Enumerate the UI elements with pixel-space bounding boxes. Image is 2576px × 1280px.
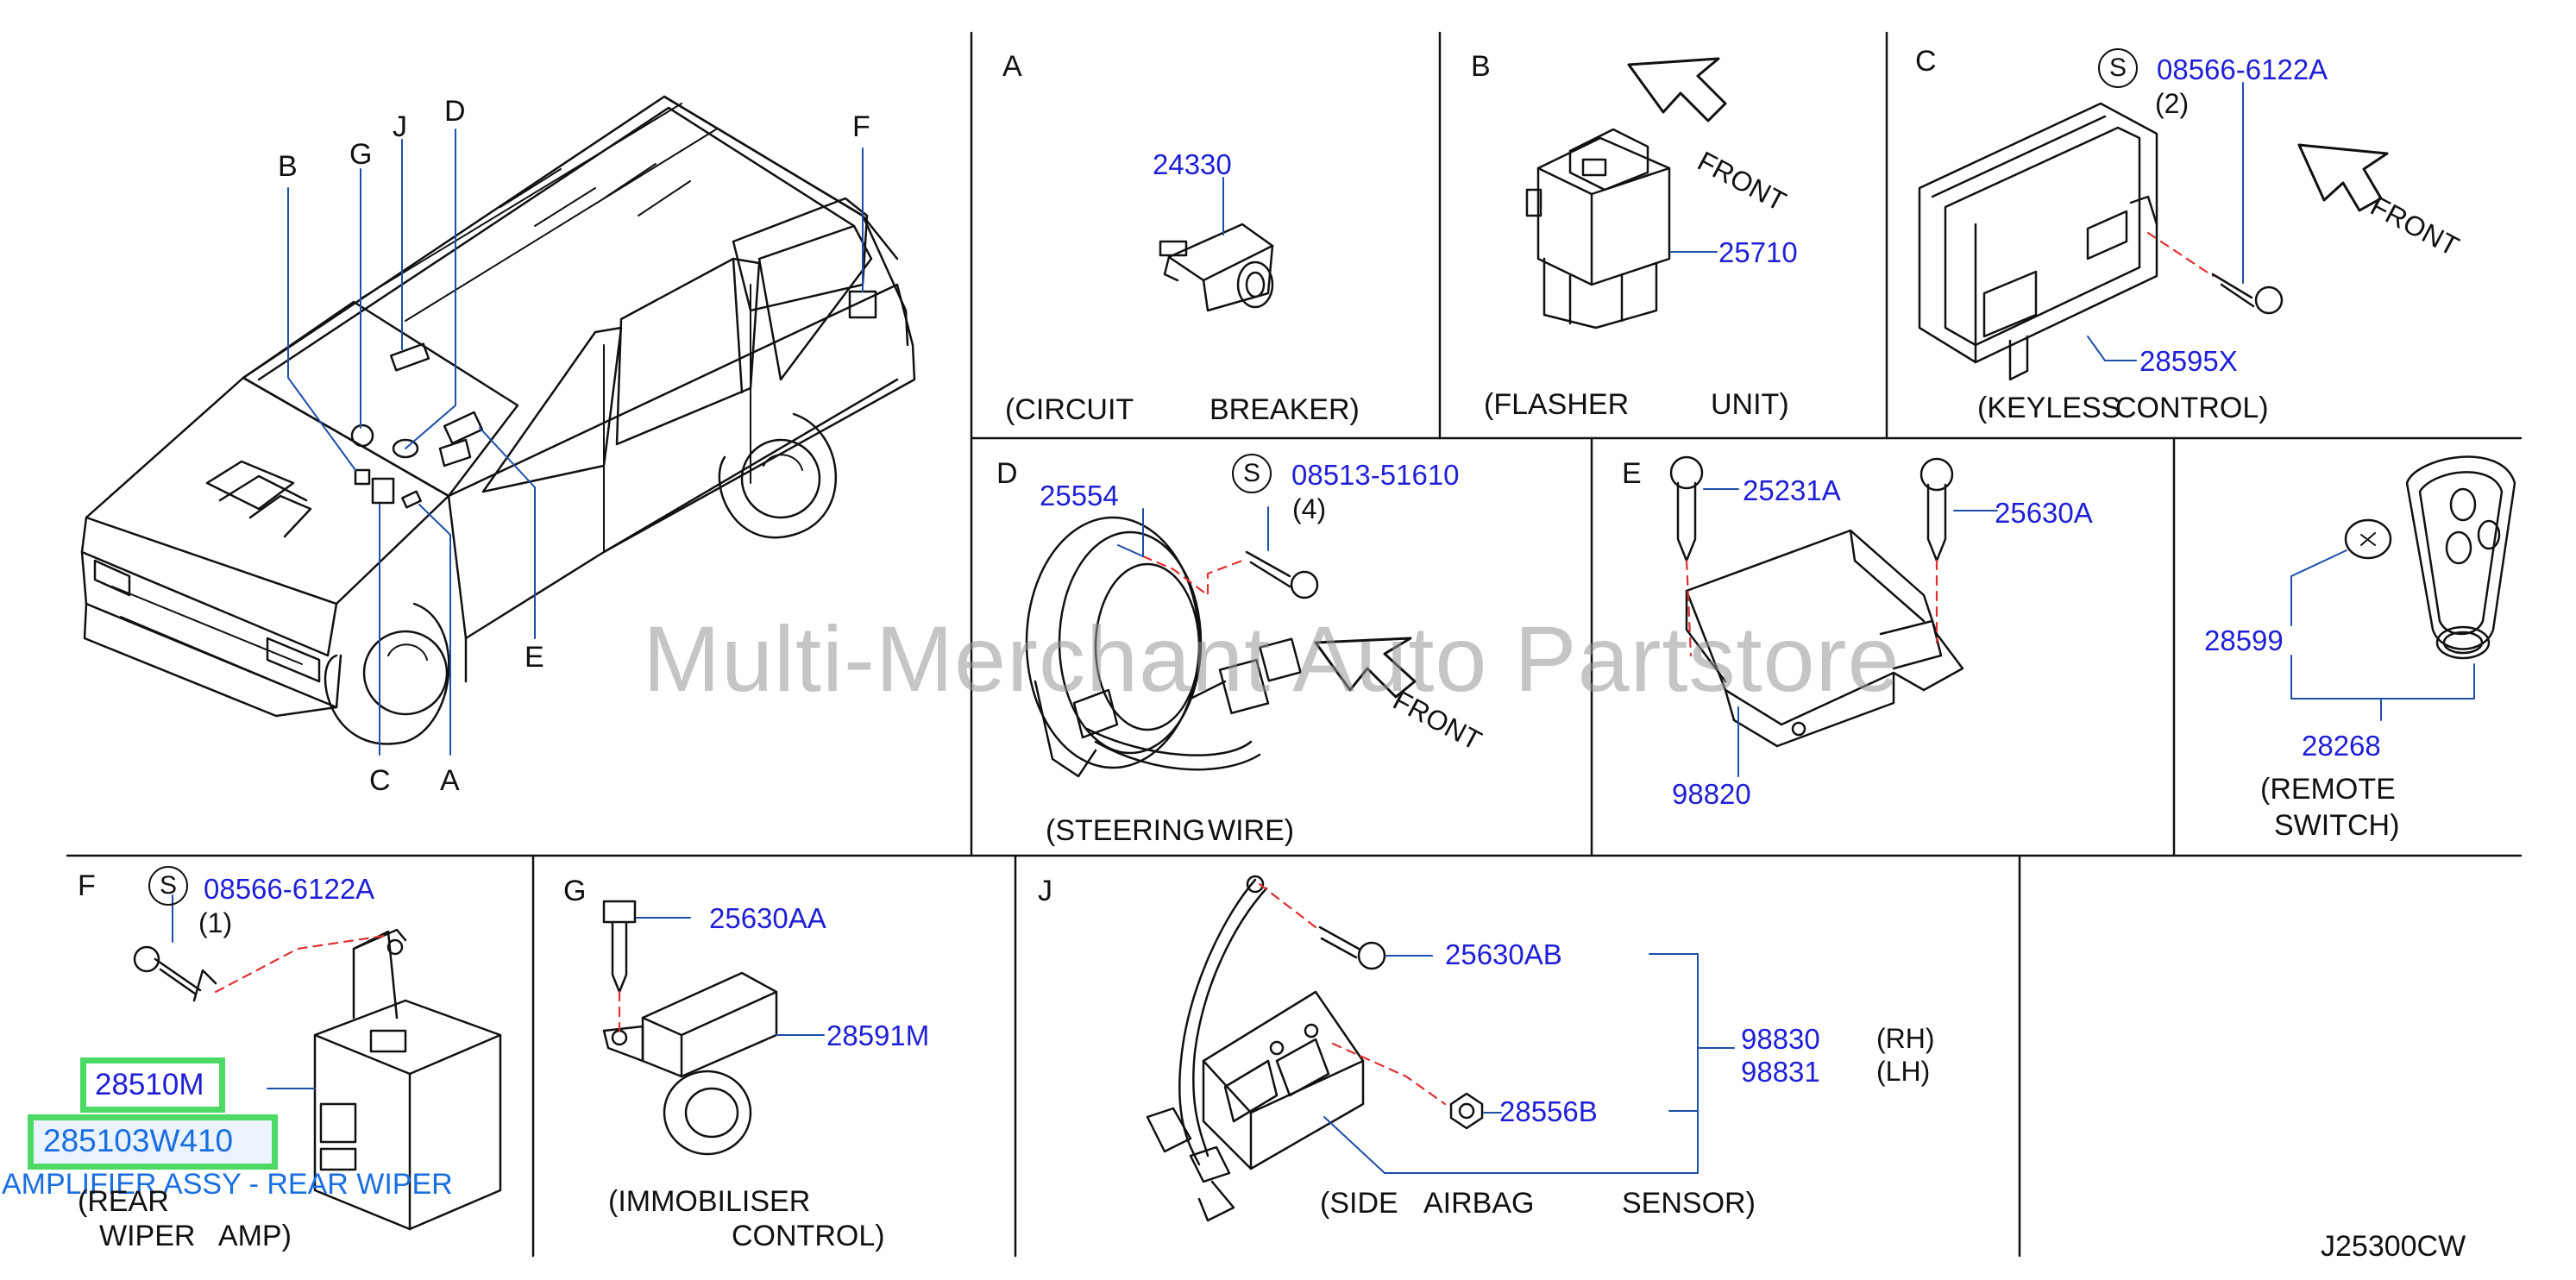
panel-d-qty: (4)	[1292, 493, 1327, 524]
part-28510m[interactable]: 28510M	[95, 1068, 204, 1101]
panel-d-letter: D	[996, 457, 1018, 490]
rear-wiper-amp-drawing	[133, 894, 502, 1231]
callout-g: G	[349, 138, 373, 171]
highlight-28510m	[80, 1057, 225, 1113]
panel-e-letter: E	[1622, 457, 1642, 490]
panel-a-letter: A	[1002, 50, 1022, 83]
vehicle-leaders	[287, 129, 864, 756]
flasher-unit-drawing	[1525, 57, 1727, 329]
keyless-control-drawing	[1918, 82, 2389, 381]
part-25630a[interactable]: 25630A	[1995, 497, 2093, 529]
callout-d: D	[444, 95, 466, 128]
part-98830[interactable]: 98830	[1741, 1023, 1820, 1055]
remote-switch-drawing	[2290, 455, 2516, 721]
panel-d-caption-1: (STEERING	[1046, 814, 1206, 847]
panel-a-caption-2: BREAKER)	[1209, 393, 1360, 426]
panel-b-caption-2: UNIT)	[1711, 388, 1789, 421]
panel-j-caption-2: AIRBAG	[1423, 1187, 1535, 1220]
part-25710[interactable]: 25710	[1718, 236, 1798, 268]
drawing-code: J25300CW	[2321, 1230, 2466, 1263]
panel-g-letter: G	[563, 875, 587, 907]
panel-c-qty: (2)	[2155, 88, 2190, 119]
part-28599[interactable]: 28599	[2204, 624, 2284, 656]
panel-b-caption-1: (FLASHER	[1484, 388, 1630, 421]
part-28591m[interactable]: 28591M	[826, 1020, 930, 1051]
highlight-285103w410	[28, 1114, 278, 1170]
remote-caption-1: (REMOTE	[2260, 773, 2396, 806]
panel-c-caption-1: (KEYLESS	[1977, 392, 2121, 424]
part-285103w410[interactable]: 285103W410	[43, 1123, 234, 1158]
callout-f: F	[852, 110, 870, 143]
part-08566-6122a-c[interactable]: 08566-6122A	[2157, 53, 2328, 85]
panel-f-letter: F	[78, 869, 96, 902]
part-25630ab[interactable]: 25630AB	[1445, 938, 1562, 970]
callout-b: B	[278, 150, 298, 183]
panel-d-caption-2: WIRE)	[1208, 814, 1295, 847]
part-25630aa[interactable]: 25630AA	[709, 902, 826, 934]
panel-c-letter: C	[1915, 45, 1937, 78]
callout-c: C	[369, 764, 391, 797]
steering-wire-drawing	[1025, 506, 1417, 778]
panel-g-caption-1: (IMMOBILISER	[608, 1185, 811, 1218]
airbag-module-drawing	[1669, 455, 1998, 777]
part-98831[interactable]: 98831	[1741, 1056, 1820, 1088]
part-description: AMPLIFIER ASSY - REAR WIPER	[2, 1168, 453, 1201]
panel-c-caption-2: CONTROL)	[2115, 392, 2269, 424]
panel-b-letter: B	[1471, 50, 1491, 83]
panel-grid	[66, 31, 2523, 1258]
callout-e: E	[525, 641, 544, 674]
part-24330[interactable]: 24330	[1153, 148, 1232, 180]
panel-f-qty: (1)	[198, 907, 233, 938]
part-98820[interactable]: 98820	[1672, 778, 1751, 810]
part-28268[interactable]: 28268	[2302, 730, 2381, 762]
part-28556b[interactable]: 28556B	[1499, 1095, 1598, 1127]
part-25554[interactable]: 25554	[1040, 480, 1119, 511]
panel-c-s-symbol: S	[2098, 48, 2138, 88]
panel-a-caption-1: (CIRCUIT	[1005, 393, 1134, 426]
watermark: Multi-Merchant Auto Partstore	[643, 606, 1901, 711]
remote-caption-2: SWITCH)	[2274, 809, 2400, 842]
callout-a: A	[440, 764, 460, 797]
panel-f-s-symbol: S	[148, 866, 188, 906]
part-28595x[interactable]: 28595X	[2139, 345, 2238, 377]
part-08513-51610[interactable]: 08513-51610	[1291, 459, 1460, 491]
side-airbag-sensor-drawing	[1146, 875, 1735, 1222]
panel-j-caption-1: (SIDE	[1320, 1187, 1398, 1220]
panel-j-letter: J	[1038, 875, 1052, 907]
panel-g-caption-2: CONTROL)	[732, 1220, 885, 1252]
callout-j: J	[393, 110, 407, 143]
circuit-breaker-drawing	[1159, 177, 1274, 312]
panel-f-caption-1: (REAR	[78, 1185, 169, 1218]
panel-d-s-symbol: S	[1232, 454, 1272, 493]
part-08566-6122a-f[interactable]: 08566-6122A	[204, 873, 375, 905]
panel-f-caption-2: WIPER AMP)	[99, 1220, 292, 1252]
panel-j-caption-3: SENSOR)	[1622, 1187, 1756, 1220]
panel-j-lh: (LH)	[1876, 1056, 1931, 1087]
part-25231a[interactable]: 25231A	[1743, 474, 1841, 506]
panel-j-rh: (RH)	[1876, 1023, 1935, 1054]
immobiliser-drawing	[602, 900, 825, 1156]
